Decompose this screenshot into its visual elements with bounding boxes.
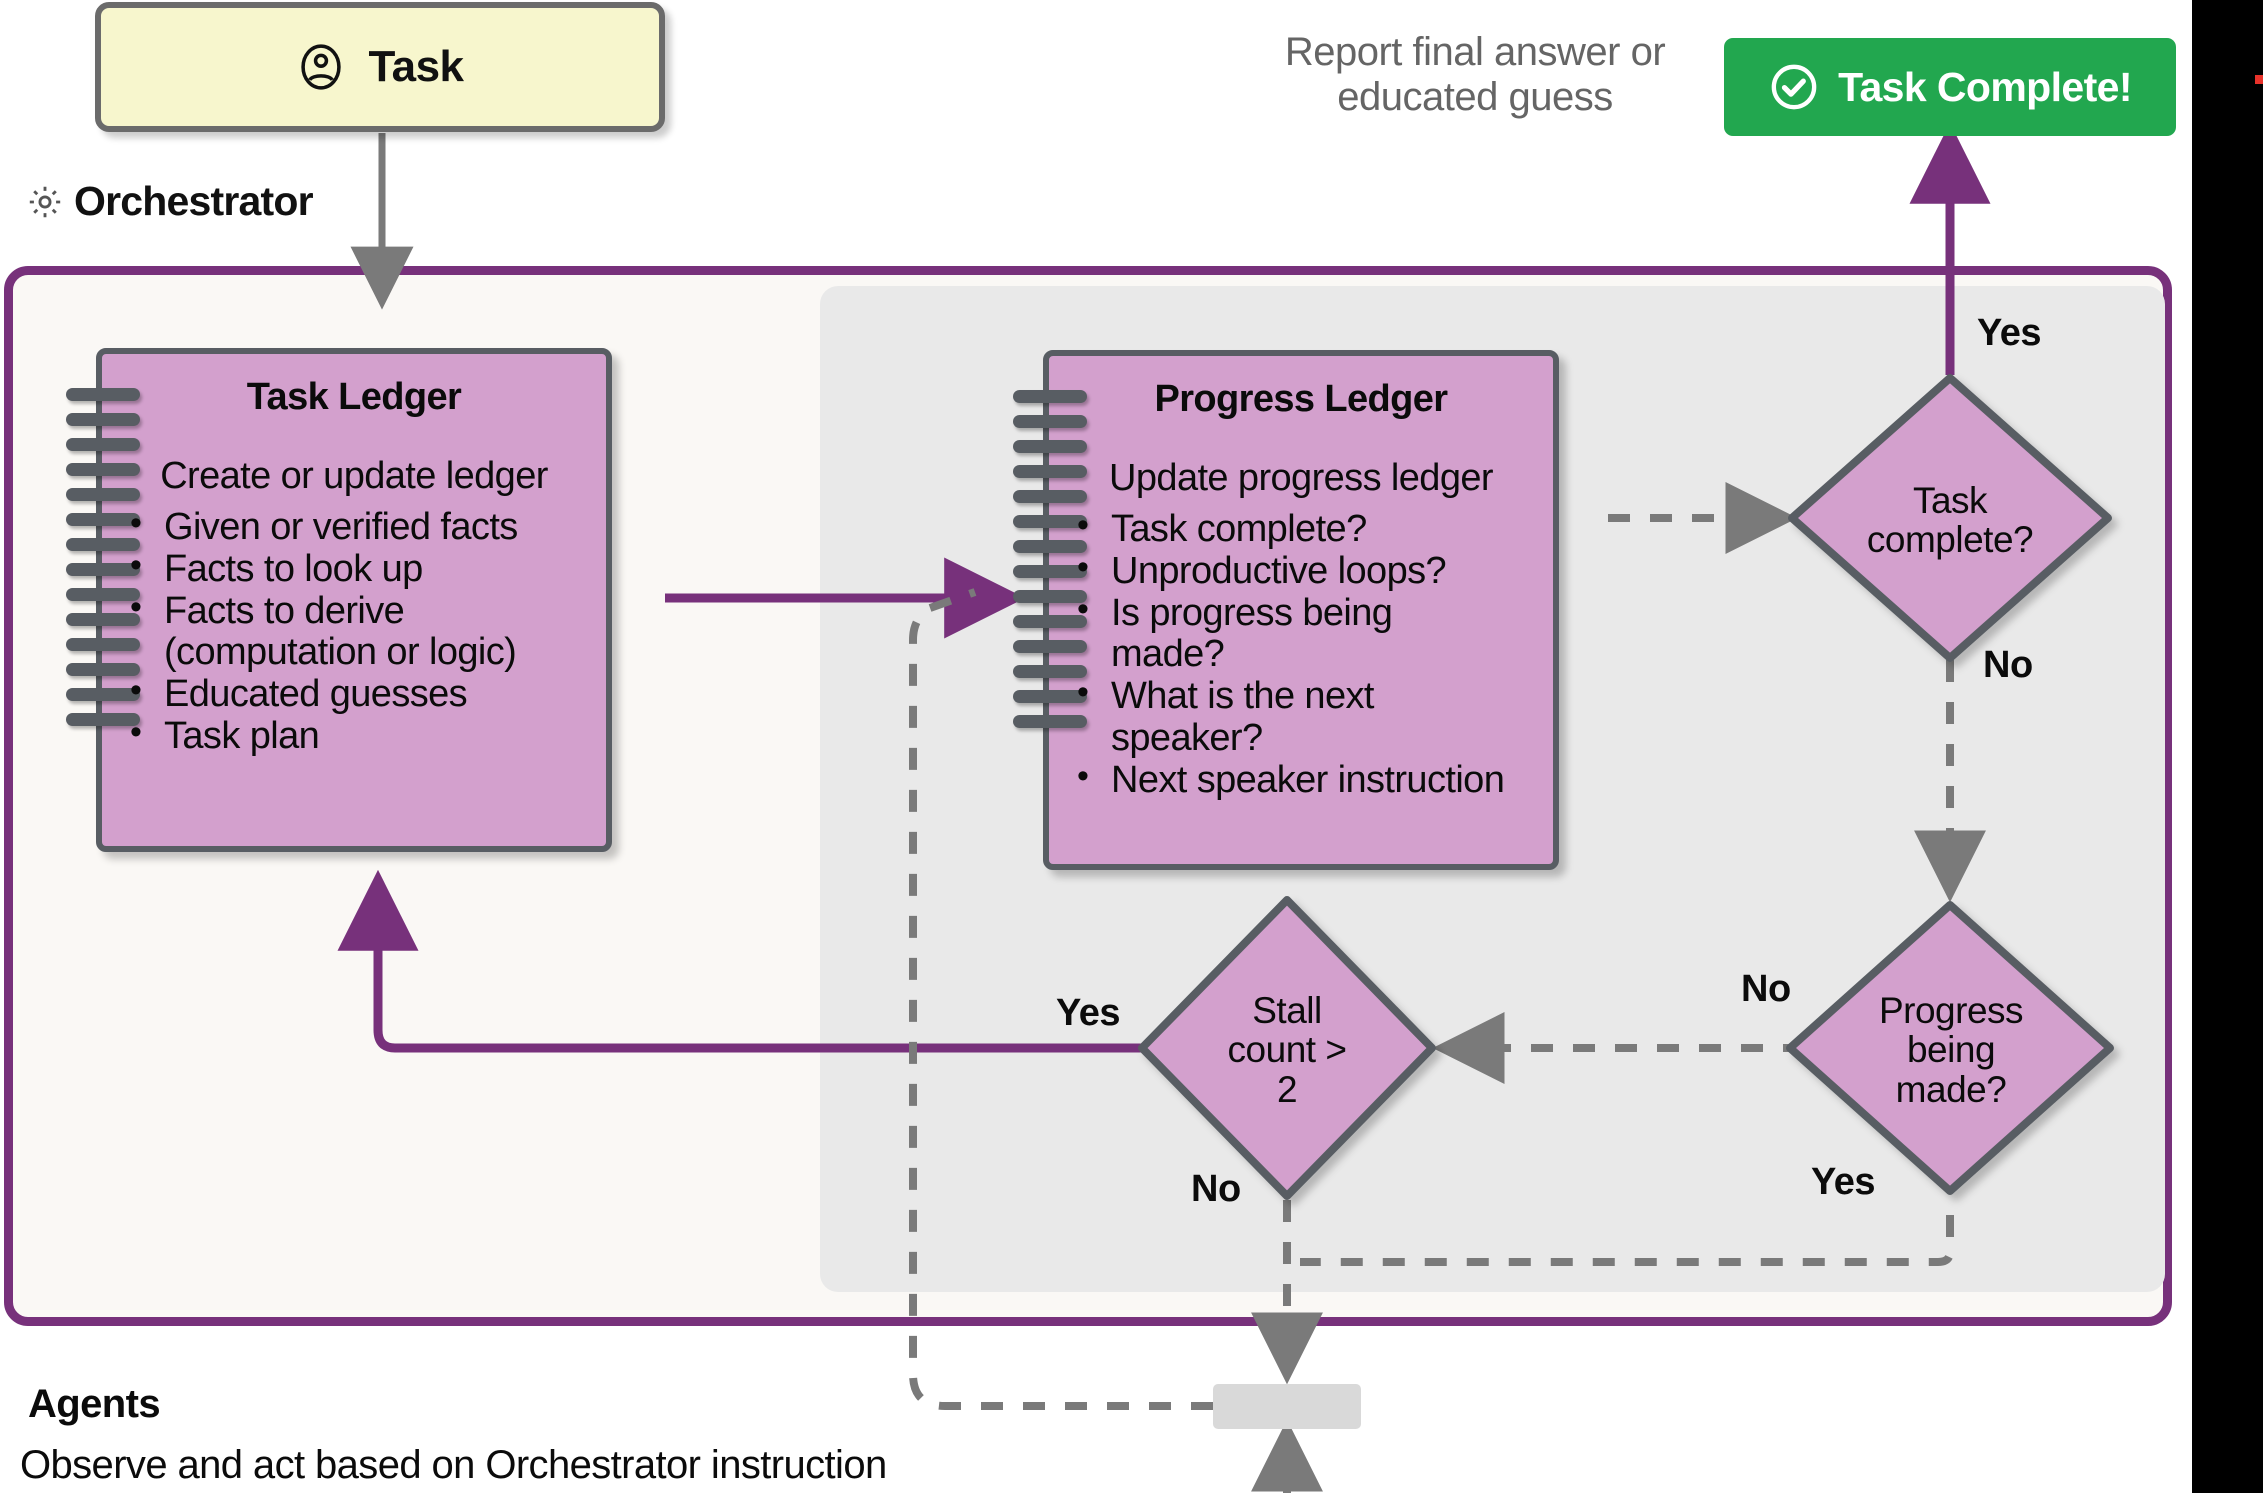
task-ledger-item: Educated guesses [130,673,592,714]
decision-line: made? [1895,1068,2007,1110]
edge-label-task-complete-no: No [1983,644,2033,686]
orchestrator-label-text: Orchestrator [74,178,314,224]
edge-label-stall-yes: Yes [1056,992,1121,1034]
decision-progress-being-made[interactable] [1786,901,2114,1195]
agents-subtitle: Observe and act based on Orchestrator in… [20,1443,887,1487]
edge-stall-yes-to-taskledger [337,869,1143,1053]
red-marker-dot [2255,75,2263,84]
progress-ledger-heading: Progress Ledger [1154,378,1449,420]
spiral-binding-icon [1013,390,1087,728]
decision-line: Stall [1252,990,1322,1032]
task-complete-badge-label: Task Complete! [1838,63,2132,110]
decision-line: being [1906,1029,1996,1071]
task-ledger-subheading: Create or update ledger [160,455,548,497]
completion-caption-line1: Report final answer or [1284,30,1666,74]
progress-ledger-item: What is the next [1077,675,1539,716]
progress-ledger-item-cont: speaker? [1111,716,1263,759]
completion-caption: Report final answer or educated guess [1240,30,1710,120]
task-card-label: Task [368,42,464,91]
task-ledger-item: Task plan [130,715,592,756]
edge-label-task-complete-yes: Yes [1977,312,2042,354]
task-complete-badge[interactable]: Task Complete! [1724,38,2176,136]
edge-progressmade-yes-to-agents [1300,1215,1954,1266]
task-ledger-card[interactable]: Task Ledger Create or update ledger Give… [66,348,612,852]
decision-line: Progress [1878,990,2024,1032]
decision-stall-count-label: Stall count > 2 [1170,975,1404,1125]
progress-ledger-item: Task complete? [1077,508,1539,549]
decision-progress-being-made-label: Progress being made? [1818,975,2084,1125]
decision-stall-count[interactable] [1138,896,1436,1200]
spiral-binding-icon [66,388,140,726]
decision-task-complete[interactable] [1788,374,2112,662]
right-edge-strip [2192,0,2263,1493]
progress-ledger-item-cont: made? [1111,633,1225,676]
decision-line: 2 [1276,1068,1298,1110]
task-ledger-item: Given or verified facts [130,506,592,547]
task-ledger-item: Facts to derive [130,590,592,631]
decision-line: complete? [1866,519,2034,560]
task-ledger-heading: Task Ledger [246,376,462,418]
edge-label-progress-made-no: No [1741,968,1791,1010]
edge-label-stall-no: No [1191,1168,1241,1210]
progress-ledger-card[interactable]: Progress Ledger Update progress ledger T… [1013,350,1559,870]
progress-ledger-item: Is progress being [1077,592,1539,633]
user-circle-icon [296,42,346,92]
agent-stub-box [1213,1384,1361,1429]
task-ledger-item-cont: (computation or logic) [164,631,517,674]
check-circle-icon [1768,61,1820,113]
edge-label-progress-made-yes: Yes [1811,1161,1876,1203]
task-ledger-list: Given or verified facts Facts to look up… [102,506,606,756]
decision-task-complete-label: Task complete? [1810,455,2090,585]
progress-ledger-item: Unproductive loops? [1077,550,1539,591]
progress-ledger-subheading: Update progress ledger [1109,457,1494,499]
task-ledger-item: Facts to look up [130,548,592,589]
agents-title: Agents [28,1382,161,1426]
gear-icon [26,183,64,221]
edge-agents-to-progressledger [909,588,1213,1410]
completion-caption-line2: educated guess [1337,74,1613,119]
orchestrator-label: Orchestrator [26,178,314,225]
decision-line: count > [1227,1029,1347,1071]
task-card[interactable]: Task [95,2,665,132]
decision-line: Task [1912,479,1988,521]
progress-ledger-item: Next speaker instruction [1077,759,1539,800]
progress-ledger-list: Task complete? Unproductive loops? Is pr… [1049,508,1553,800]
